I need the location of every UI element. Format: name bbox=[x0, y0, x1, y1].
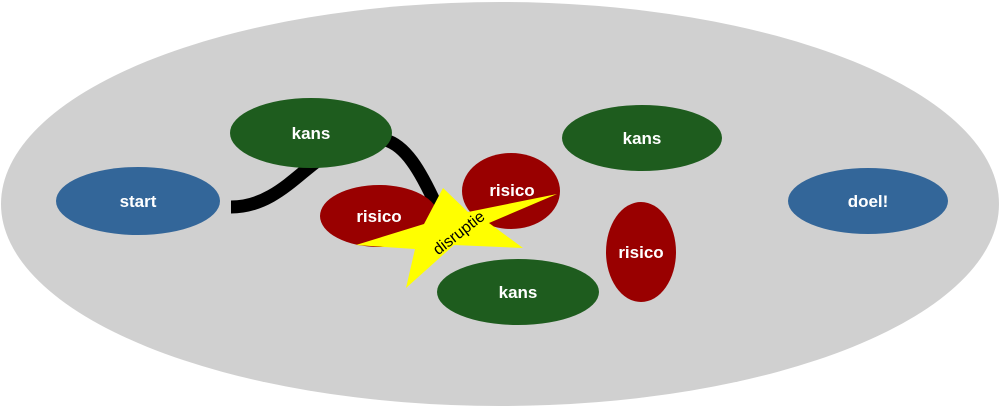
disruption-star-shape bbox=[356, 188, 557, 288]
risk-node-right-label: risico bbox=[618, 243, 663, 262]
opportunity-node-top-right-label: kans bbox=[623, 129, 662, 148]
start-node: start bbox=[56, 167, 220, 235]
start-node-shape bbox=[56, 167, 220, 235]
opportunity-node-top-right-shape bbox=[562, 105, 722, 171]
opportunity-node-top-left-shape bbox=[230, 98, 392, 168]
opportunity-node-bottom: kans bbox=[437, 259, 599, 325]
opportunity-node-bottom-shape bbox=[437, 259, 599, 325]
goal-node: doel! bbox=[788, 168, 948, 234]
goal-node-shape bbox=[788, 168, 948, 234]
risk-node-left-label: risico bbox=[356, 207, 401, 226]
opportunity-node-bottom-label: kans bbox=[499, 283, 538, 302]
risk-node-right: risico bbox=[606, 202, 676, 302]
opportunity-node-top-left-label: kans bbox=[292, 124, 331, 143]
risk-node-center-label: risico bbox=[489, 181, 534, 200]
opportunity-node-top-left: kans bbox=[230, 98, 392, 168]
opportunity-node-top-right: kans bbox=[562, 105, 722, 171]
goal-node-label: doel! bbox=[848, 192, 889, 211]
risk-node-right-shape bbox=[606, 202, 676, 302]
start-node-label: start bbox=[120, 192, 157, 211]
